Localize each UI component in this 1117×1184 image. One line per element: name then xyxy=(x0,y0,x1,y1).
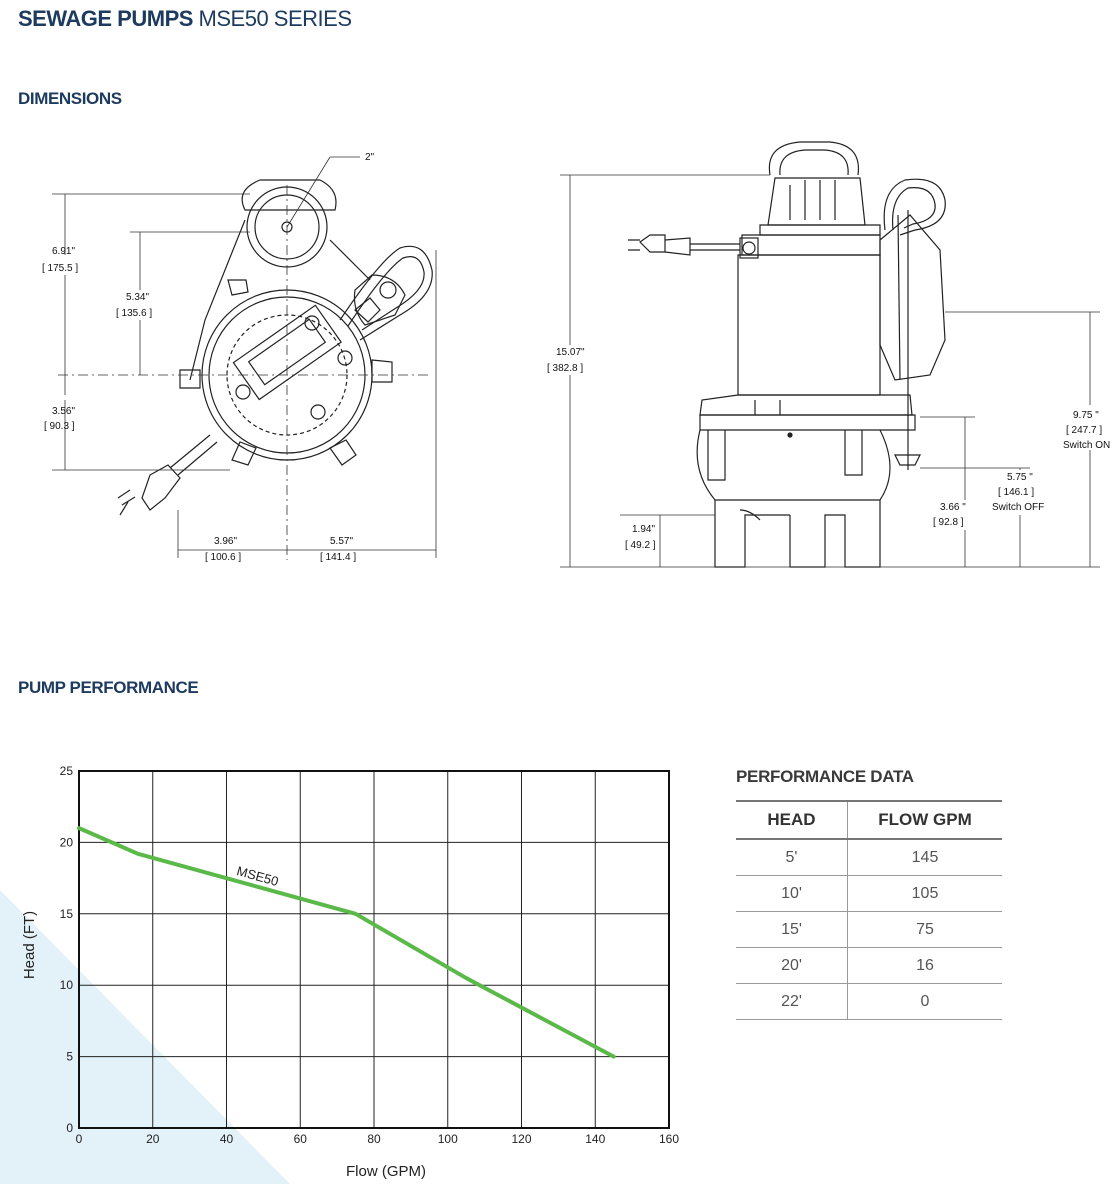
column-header-flow: FLOW GPM xyxy=(847,800,1002,840)
y-tick-label: 15 xyxy=(60,907,74,921)
dim-5-57-mm: [ 141.4 ] xyxy=(320,552,356,563)
dim-3-66-in: 3.66 " xyxy=(940,502,966,513)
x-tick-label: 100 xyxy=(438,1132,458,1146)
page-header: SEWAGE PUMPS MSE50 SERIES xyxy=(18,6,352,32)
chart-series: MSE50 xyxy=(77,826,616,1059)
dim-1-94-in: 1.94" xyxy=(632,524,655,535)
x-tick-label: 60 xyxy=(294,1132,308,1146)
dim-5-57-in: 5.57" xyxy=(330,536,353,547)
performance-chart: 0 20 40 60 80 100 120 140 160 0 5 10 15 20 25 MSE50 F… xyxy=(21,764,680,1180)
table-row: 15' 75 xyxy=(736,911,1002,948)
y-tick-label: 5 xyxy=(66,1050,73,1064)
y-axis-label: Head (FT) xyxy=(21,911,38,979)
dim-5-75-mm: [ 146.1 ] xyxy=(998,487,1034,498)
dim-15-07-mm: [ 382.8 ] xyxy=(547,363,583,374)
dim-3-96-in: 3.96" xyxy=(214,536,237,547)
head-cell: 22' xyxy=(736,983,848,1020)
head-cell: 15' xyxy=(736,911,848,948)
table-row: 22' 0 xyxy=(736,983,1002,1020)
flow-cell: 105 xyxy=(847,875,1002,912)
head-cell: 10' xyxy=(736,875,848,912)
table-row: 20' 16 xyxy=(736,947,1002,984)
x-tick-label: 80 xyxy=(367,1132,381,1146)
x-tick-label: 20 xyxy=(146,1132,160,1146)
series-line-mse50 xyxy=(77,826,616,1059)
column-header-head: HEAD xyxy=(736,800,848,840)
dim-1-94-mm: [ 49.2 ] xyxy=(625,540,656,551)
switch-on-label: Switch ON xyxy=(1063,440,1110,451)
table-header-row: HEAD FLOW GPM xyxy=(736,800,1002,840)
switch-off-label: Switch OFF xyxy=(992,502,1044,513)
dim-6-91-in: 6.91" xyxy=(52,246,75,257)
head-cell: 20' xyxy=(736,947,848,984)
flow-cell: 0 xyxy=(847,983,1002,1020)
dim-5-75-in: 5.75 " xyxy=(1007,472,1033,483)
header-title-series: MSE50 SERIES xyxy=(198,6,352,31)
flow-cell: 16 xyxy=(847,947,1002,984)
flow-cell: 75 xyxy=(847,911,1002,948)
x-axis-label: Flow (GPM) xyxy=(346,1163,426,1180)
x-tick-label: 120 xyxy=(511,1132,531,1146)
dimensions-heading: DIMENSIONS xyxy=(18,89,122,108)
dimension-drawings: 2" 6.91" [ 175.5 ] 5.34" [ 135.6 ] 3.56"… xyxy=(42,141,1110,568)
x-axis-ticks: 0 20 40 60 80 100 120 140 160 xyxy=(76,1132,680,1146)
x-tick-label: 0 xyxy=(76,1132,83,1146)
pump-side-view xyxy=(628,141,946,568)
x-tick-label: 160 xyxy=(659,1132,679,1146)
flow-cell: 145 xyxy=(847,839,1002,876)
header-title-bold: SEWAGE PUMPS xyxy=(18,6,193,31)
pump-performance-heading: PUMP PERFORMANCE xyxy=(18,678,199,697)
dim-6-91-mm: [ 175.5 ] xyxy=(42,263,78,274)
head-cell: 5' xyxy=(736,839,848,876)
y-tick-label: 25 xyxy=(60,764,74,778)
table-row: 10' 105 xyxy=(736,875,1002,912)
chart-grid xyxy=(78,770,670,1129)
y-tick-label: 20 xyxy=(60,835,74,849)
outlet-size-label: 2" xyxy=(365,152,375,163)
plot-frame xyxy=(78,770,670,1129)
dim-9-75-in: 9.75 " xyxy=(1073,410,1099,421)
y-tick-label: 10 xyxy=(60,978,74,992)
performance-data-table: HEAD FLOW GPM 5' 145 10' 105 15' 75 20' … xyxy=(736,800,1002,1020)
dim-15-07-in: 15.07" xyxy=(556,347,585,358)
x-tick-label: 140 xyxy=(585,1132,605,1146)
y-tick-label: 0 xyxy=(66,1121,73,1135)
dim-3-66-mm: [ 92.8 ] xyxy=(933,517,964,528)
dim-5-34-in: 5.34" xyxy=(126,292,149,303)
performance-data-title: PERFORMANCE DATA xyxy=(736,767,914,786)
table-row: 5' 145 xyxy=(736,839,1002,876)
dim-9-75-mm: [ 247.7 ] xyxy=(1066,425,1102,436)
dim-3-56-in: 3.56" xyxy=(52,406,75,417)
y-axis-ticks: 0 5 10 15 20 25 xyxy=(60,764,74,1135)
pump-top-view xyxy=(117,179,433,516)
dim-3-56-mm: [ 90.3 ] xyxy=(44,421,75,432)
x-tick-label: 40 xyxy=(220,1132,234,1146)
dim-5-34-mm: [ 135.6 ] xyxy=(116,308,152,319)
dim-3-96-mm: [ 100.6 ] xyxy=(205,552,241,563)
